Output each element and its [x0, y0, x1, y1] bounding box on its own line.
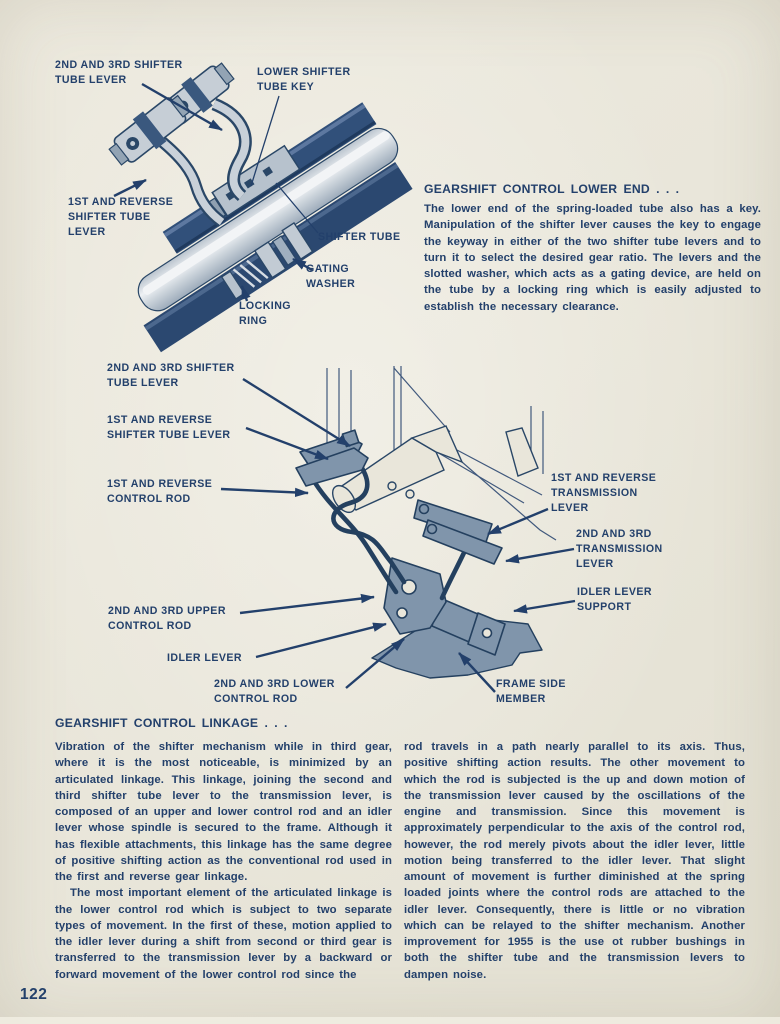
- lower-figure-linkage: [295, 366, 557, 679]
- callout-upper-locking-ring: LOCKING RING: [239, 300, 291, 328]
- callout-upper-shifter-tube: SHIFTER TUBE: [318, 231, 401, 243]
- callout-lower-2nd-3rd-shifter-tube-lever: 2ND AND 3RD SHIFTER TUBE LEVER: [107, 362, 235, 390]
- linkage-heading: GEARSHIFT CONTROL LINKAGE . . .: [55, 716, 288, 730]
- linkage-left-paragraph-1: Vibration of the shifter mechanism while…: [55, 741, 392, 883]
- lower-end-heading: GEARSHIFT CONTROL LOWER END . . .: [424, 182, 680, 196]
- section-gearshift-control-lower-end: GEARSHIFT CONTROL LOWER END . . . The lo…: [424, 182, 761, 315]
- page-number: 122: [20, 986, 48, 1003]
- callout-frame-side-member: FRAME SIDE MEMBER: [496, 678, 566, 706]
- callout-upper-1st-reverse-shifter-tube-lever: 1ST AND REVERSE SHIFTER TUBE LEVER: [68, 196, 174, 239]
- page-bottom-edge: [0, 1017, 780, 1024]
- upper-figure-shifter-tube: [108, 62, 413, 353]
- linkage-right-paragraph: rod travels in a path nearly parallel to…: [404, 741, 745, 981]
- callout-idler-lever: IDLER LEVER: [167, 652, 242, 664]
- linkage-left-paragraph-2: The most important element of the articu…: [55, 887, 392, 981]
- callout-upper-2nd-3rd-shifter-tube-lever: 2ND AND 3RD SHIFTER TUBE LEVER: [55, 59, 183, 87]
- callout-2nd-3rd-lower-control-rod: 2ND AND 3RD LOWER CONTROL ROD: [214, 678, 335, 706]
- lower-end-body: The lower end of the spring-loaded tube …: [424, 203, 761, 313]
- callout-idler-lever-support: IDLER LEVER SUPPORT: [577, 586, 652, 614]
- callout-lower-1st-reverse-shifter-tube-lever: 1ST AND REVERSE SHIFTER TUBE LEVER: [107, 414, 231, 442]
- callout-2nd-3rd-transmission-lever: 2ND AND 3RD TRANSMISSION LEVER: [576, 528, 663, 571]
- callout-2nd-3rd-upper-control-rod: 2ND AND 3RD UPPER CONTROL ROD: [108, 605, 226, 633]
- callout-upper-gating-washer: GATING WASHER: [306, 263, 356, 291]
- linkage-column-right: rod travels in a path nearly parallel to…: [404, 739, 745, 983]
- upper-figure-leaders: [113, 82, 319, 302]
- callout-upper-lower-shifter-tube-key: LOWER SHIFTER TUBE KEY: [257, 66, 351, 94]
- callout-lower-1st-reverse-control-rod: 1ST AND REVERSE CONTROL ROD: [107, 478, 213, 506]
- linkage-column-left: Vibration of the shifter mechanism while…: [55, 739, 392, 983]
- hub-1st-reverse: [108, 94, 191, 166]
- lower-figure-leaders: [220, 377, 576, 693]
- callout-1st-reverse-transmission-lever: 1ST AND REVERSE TRANSMISSION LEVER: [551, 472, 657, 515]
